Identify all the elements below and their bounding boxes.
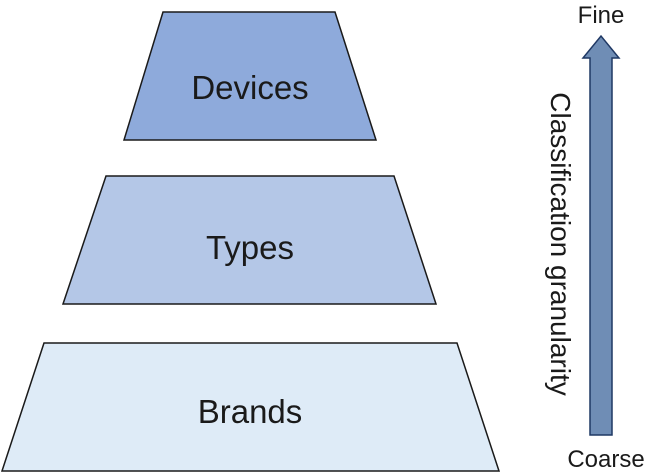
- axis-bottom-label: Coarse: [567, 446, 644, 473]
- tier-types: Types: [61, 175, 438, 305]
- tier-brands-trapezoid: [0, 342, 501, 472]
- axis-top-label: Fine: [578, 2, 625, 29]
- tier-devices-label: Devices: [191, 69, 308, 106]
- tier-devices: Devices: [122, 11, 378, 141]
- tier-types-label: Types: [206, 229, 294, 266]
- tier-brands-label: Brands: [198, 393, 303, 430]
- granularity-up-arrow-icon: [581, 34, 621, 436]
- tier-devices-trapezoid: [122, 11, 378, 141]
- tier-types-trapezoid: [61, 175, 438, 305]
- axis-title: Classification granularity: [545, 92, 576, 395]
- tier-brands: Brands: [0, 342, 501, 472]
